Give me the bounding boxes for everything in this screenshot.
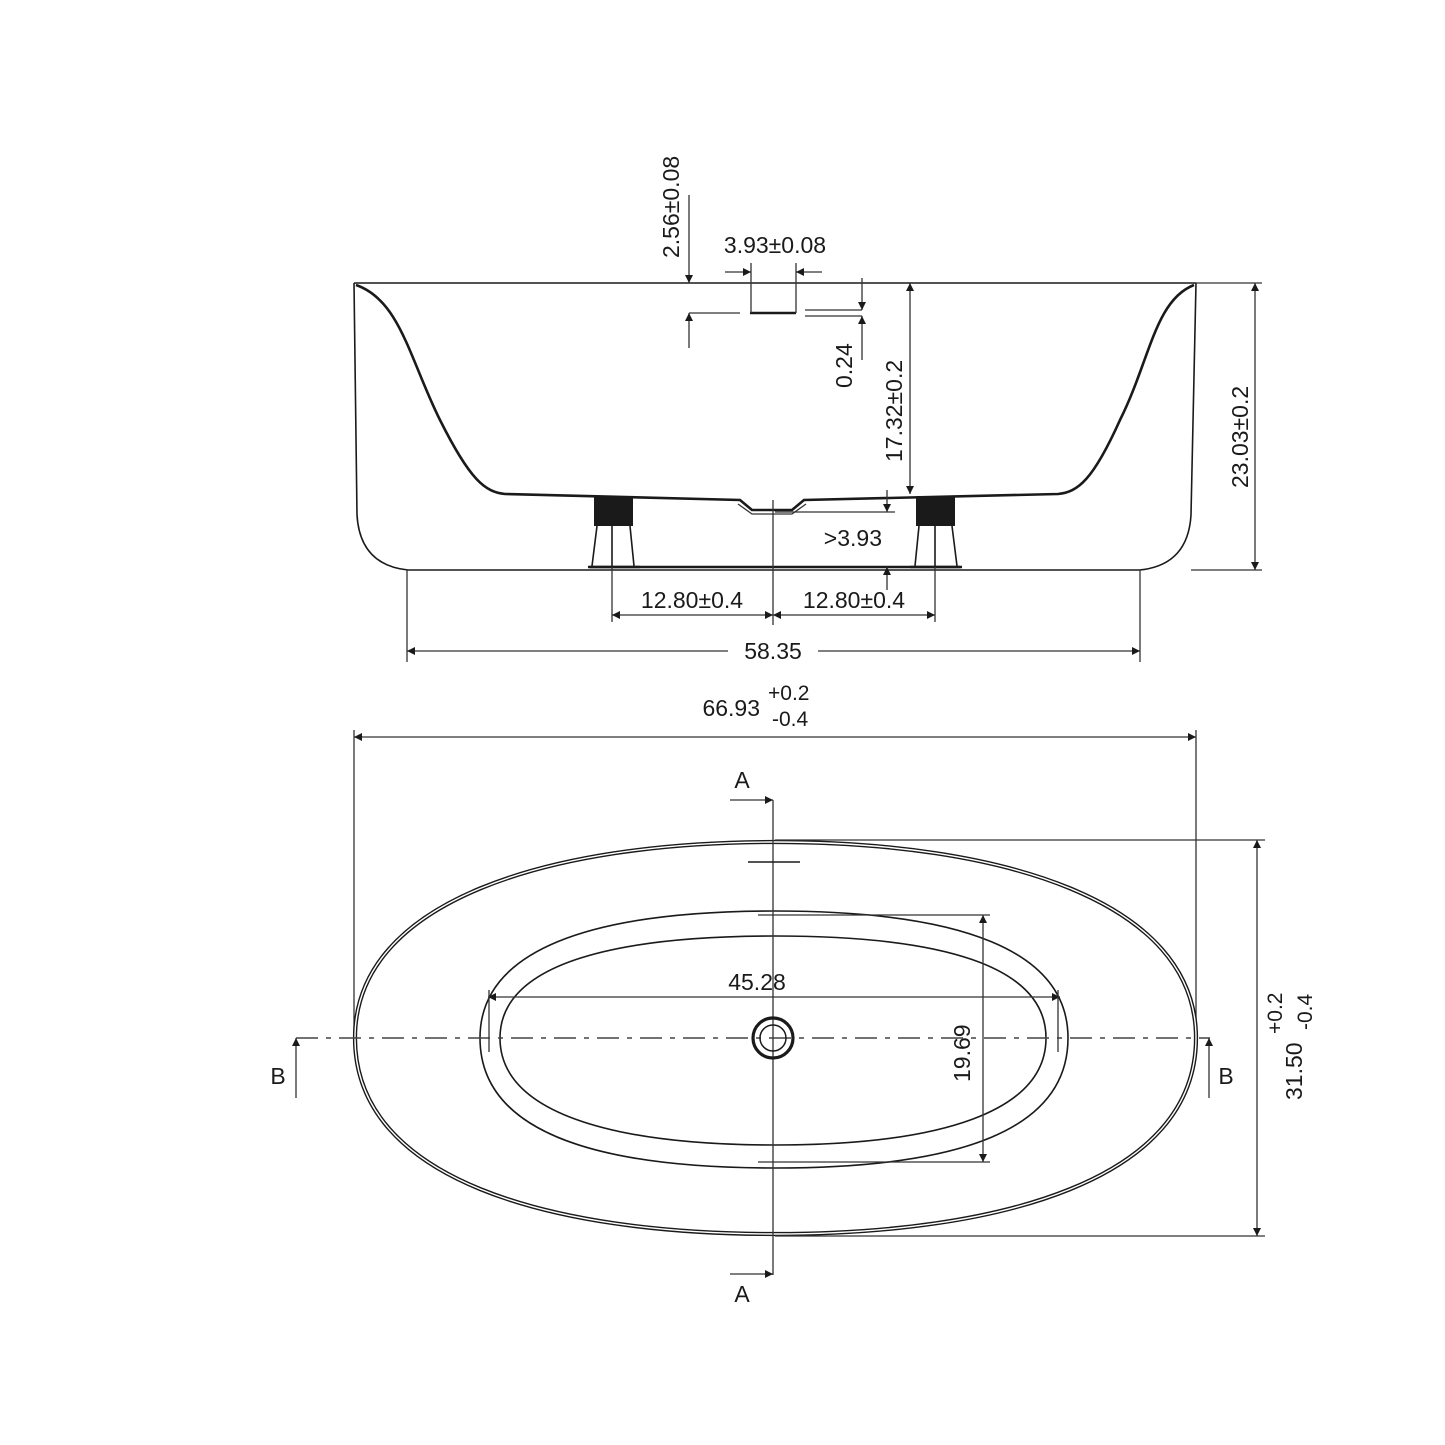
basin-width-label: 19.69 <box>949 1024 975 1082</box>
drain-detail <box>737 503 807 515</box>
overall-length-tol-minus: -0.4 <box>772 708 809 731</box>
basin-outer-ring <box>479 910 1069 1169</box>
overall-length-label: 66.93 <box>702 695 760 721</box>
base-length-label: 58.35 <box>744 638 802 664</box>
overall-width-tol-minus: -0.4 <box>1294 993 1317 1030</box>
section-marker-b-left: B <box>270 1038 300 1098</box>
overall-width-tol-plus: +0.2 <box>1264 993 1287 1034</box>
basin-length-label: 45.28 <box>728 969 786 995</box>
svg-text:B: B <box>1218 1063 1233 1089</box>
left-foot <box>588 496 640 569</box>
inner-basin-profile <box>355 283 1195 512</box>
svg-text:B: B <box>270 1063 285 1089</box>
svg-text:A: A <box>734 1281 750 1307</box>
overflow-width-label: 3.93±0.08 <box>724 232 826 258</box>
side-view: 3.93±0.08 2.56±0.08 0.24 17.32±0.2 23.03… <box>353 156 1262 664</box>
outer-shell-outline <box>353 282 1197 571</box>
right-foot <box>910 496 962 569</box>
drain-icon <box>751 1016 795 1060</box>
total-height-label: 23.03±0.2 <box>1227 386 1253 488</box>
svg-text:A: A <box>734 767 750 793</box>
right-foot-spacing-label: 12.80±0.4 <box>803 587 905 613</box>
overall-length-tol-plus: +0.2 <box>768 682 809 705</box>
overall-width-label: 31.50 <box>1281 1042 1307 1100</box>
overflow-depth-label: 0.24 <box>831 343 857 388</box>
section-marker-a-bottom: A <box>730 1270 773 1307</box>
left-foot-spacing-label: 12.80±0.4 <box>641 587 743 613</box>
drain-clearance-label: >3.93 <box>824 525 882 551</box>
overflow-height-label: 2.56±0.08 <box>658 156 684 258</box>
top-view: 66.93 +0.2 -0.4 45.28 19.69 <box>270 682 1317 1307</box>
interior-depth-label: 17.32±0.2 <box>881 360 907 462</box>
basin-inner-ring <box>499 935 1047 1146</box>
section-marker-a-top: A <box>730 767 773 804</box>
section-marker-b-right: B <box>1205 1038 1234 1098</box>
